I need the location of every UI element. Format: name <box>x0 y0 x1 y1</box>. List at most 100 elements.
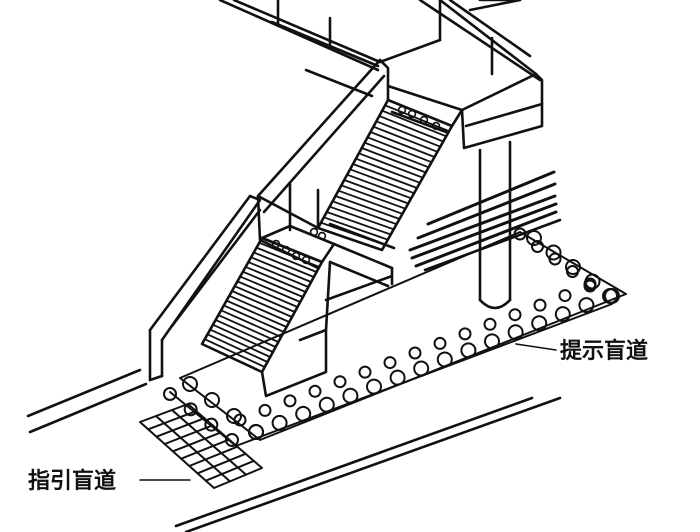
bridge-deck <box>218 0 544 150</box>
stair-step <box>214 319 277 348</box>
stair-step <box>346 173 413 200</box>
guide-bar <box>155 417 206 438</box>
stair-step <box>258 241 321 268</box>
guide-bar <box>163 424 214 445</box>
stair-step <box>343 179 410 205</box>
stair-step <box>217 314 280 343</box>
stair-step <box>242 270 304 298</box>
warning-dot <box>578 297 595 314</box>
warning-dot <box>508 308 522 322</box>
warning-dot <box>558 289 572 303</box>
warning-dot <box>531 315 548 332</box>
label-guiding-tactile: 指引盲道 <box>28 468 116 494</box>
warning-dot <box>483 317 497 331</box>
landing-dot <box>271 239 281 249</box>
stair-step <box>355 157 421 184</box>
stair-step <box>337 189 404 215</box>
stair-step <box>366 136 433 164</box>
stair-step <box>212 323 274 353</box>
warning-dot <box>545 244 562 261</box>
guide-bar <box>204 459 255 482</box>
landing-tactile-dots <box>271 105 441 265</box>
stair-step <box>225 299 288 328</box>
guide-bar <box>147 410 198 431</box>
warning-dot <box>333 375 347 389</box>
warning-dot <box>566 265 579 278</box>
guide-bar-long <box>171 409 247 476</box>
callout-leaders <box>139 343 557 481</box>
warning-dot <box>433 336 447 350</box>
landing-dot <box>407 109 417 119</box>
stair-step <box>378 115 445 143</box>
stair-step <box>328 205 395 231</box>
stair-landing <box>260 222 396 302</box>
stair-step <box>220 309 282 338</box>
guide-bar <box>188 445 239 467</box>
warning-dot <box>204 417 219 432</box>
guide-bar-long <box>155 415 231 483</box>
stair-step <box>244 266 307 293</box>
stair-step <box>231 290 293 318</box>
stair-step <box>357 152 424 179</box>
stair-step <box>236 280 299 308</box>
lower-stair-flight <box>148 194 332 398</box>
warning-dot <box>163 387 177 401</box>
stair-step <box>331 200 398 226</box>
warning-dot <box>533 298 547 312</box>
ground-lines <box>26 218 562 532</box>
warning-dot <box>258 403 272 417</box>
stair-step <box>252 251 315 278</box>
stair-step <box>233 285 296 313</box>
landing-dot <box>309 227 319 237</box>
stair-step <box>384 104 450 133</box>
warning-dot <box>408 346 422 360</box>
warning-strip-outline <box>179 231 627 441</box>
warning-tactile-paving <box>163 227 627 447</box>
landing-dot <box>281 245 291 255</box>
stair-step <box>325 211 392 236</box>
stair-step <box>255 246 318 273</box>
stair-step <box>340 184 407 210</box>
guide-bar <box>196 452 247 475</box>
warning-dot <box>204 392 220 408</box>
stair-step <box>381 109 448 138</box>
rail-tracks <box>408 170 558 268</box>
stair-step <box>228 294 291 323</box>
landing-dot <box>317 231 327 241</box>
stair-step <box>222 304 285 333</box>
support-column <box>478 140 512 310</box>
warning-dot <box>554 306 571 323</box>
stair-step <box>372 125 439 153</box>
landing-dot <box>431 121 441 131</box>
stair-step <box>349 168 415 195</box>
guide-bar <box>180 438 231 460</box>
landing-dot <box>291 251 301 261</box>
warning-dot <box>182 376 198 392</box>
stair-step <box>352 163 418 189</box>
stair-step <box>206 333 269 363</box>
warning-dot <box>308 384 322 398</box>
guide-bar <box>171 431 222 453</box>
stair-step <box>239 275 302 303</box>
warning-dot <box>383 356 397 370</box>
warning-dot <box>183 402 198 417</box>
stair-step <box>334 195 401 220</box>
stair-step <box>375 120 442 148</box>
stair-step <box>250 256 312 283</box>
stair-step <box>247 261 310 288</box>
stair-step <box>360 147 427 174</box>
stair-step <box>363 141 430 169</box>
landing-dot <box>419 115 429 125</box>
warning-dot <box>526 230 542 246</box>
landing-dot <box>301 255 311 265</box>
warning-dot <box>283 394 297 408</box>
guiding-tactile-paving <box>139 403 263 489</box>
warning-dot <box>358 365 372 379</box>
warning-dot <box>226 408 242 424</box>
warning-dot <box>458 327 472 341</box>
stair-steps <box>203 104 450 368</box>
landing-dot <box>397 105 407 115</box>
warning-dot <box>507 324 524 341</box>
